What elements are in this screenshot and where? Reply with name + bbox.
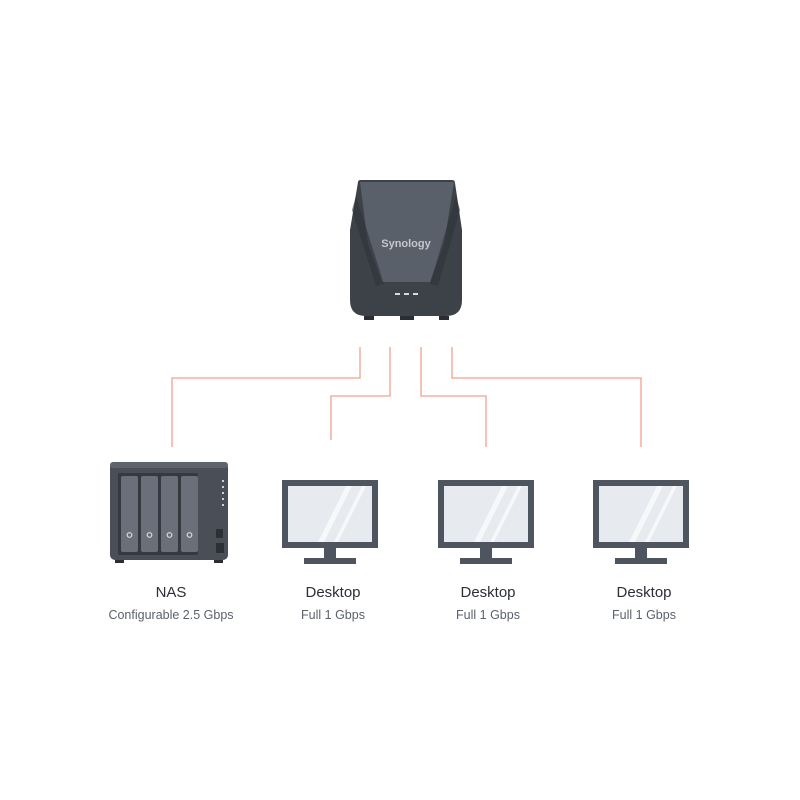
link-router-to-nas <box>171 347 361 447</box>
nas-icon <box>110 462 228 563</box>
desktop-label-1: Desktop Full 1 Gbps <box>233 584 433 623</box>
device-name: Desktop <box>305 584 361 601</box>
link-router-to-desktop-3 <box>451 347 642 447</box>
device-name: Desktop <box>460 584 516 601</box>
desktop-monitor-icon <box>438 480 534 564</box>
device-name: NAS <box>155 584 187 601</box>
desktop-label-3: Desktop Full 1 Gbps <box>544 584 744 623</box>
device-name: Desktop <box>616 584 672 601</box>
device-speed: Full 1 Gbps <box>612 608 676 622</box>
router-brand-label: Synology <box>381 238 431 250</box>
device-speed: Full 1 Gbps <box>456 608 520 622</box>
desktop-monitor-icon <box>282 480 378 564</box>
link-router-to-desktop-1 <box>330 347 391 440</box>
desktop-label-2: Desktop Full 1 Gbps <box>388 584 588 623</box>
link-router-to-desktop-2 <box>420 347 487 447</box>
router-icon: Synology <box>350 180 462 320</box>
device-speed: Configurable 2.5 Gbps <box>108 608 234 622</box>
connection-lines <box>171 347 642 447</box>
desktop-monitor-icon <box>593 480 689 564</box>
device-speed: Full 1 Gbps <box>301 608 365 622</box>
nas-label: NAS Configurable 2.5 Gbps <box>71 584 271 623</box>
